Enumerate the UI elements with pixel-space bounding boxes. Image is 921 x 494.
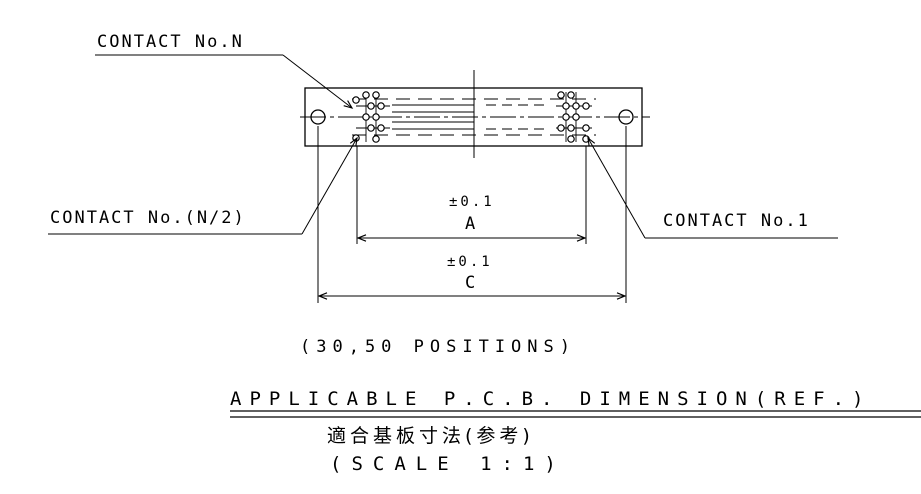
leader-contact-n	[95, 54, 354, 109]
dimension-c-tolerance: ±0.1	[447, 254, 493, 270]
label-contact-1: CONTACT No.1	[663, 211, 810, 231]
label-contact-n-half: CONTACT No.(N/2)	[50, 208, 246, 228]
label-contact-n: CONTACT No.N	[97, 32, 244, 52]
left-contact-pads	[352, 91, 385, 143]
drawing-title-japanese: 適合基板寸法(参考)	[327, 425, 534, 447]
scale-note: (SCALE 1:1)	[330, 453, 566, 475]
dimension-a-label: A	[465, 214, 475, 234]
dimension-a-tolerance: ±0.1	[449, 194, 495, 210]
dimension-c-label: C	[465, 273, 475, 293]
drawing-title: APPLICABLE P.C.B. DIMENSION(REF.)	[230, 388, 872, 410]
positions-note: (30,50 POSITIONS)	[300, 337, 576, 357]
extension-lines	[317, 126, 627, 303]
internal-rails	[392, 104, 548, 130]
hidden-lines	[340, 87, 600, 147]
leader-contact-n-half	[48, 136, 358, 235]
title-underline	[230, 410, 921, 418]
leader-contact-1	[587, 136, 838, 239]
